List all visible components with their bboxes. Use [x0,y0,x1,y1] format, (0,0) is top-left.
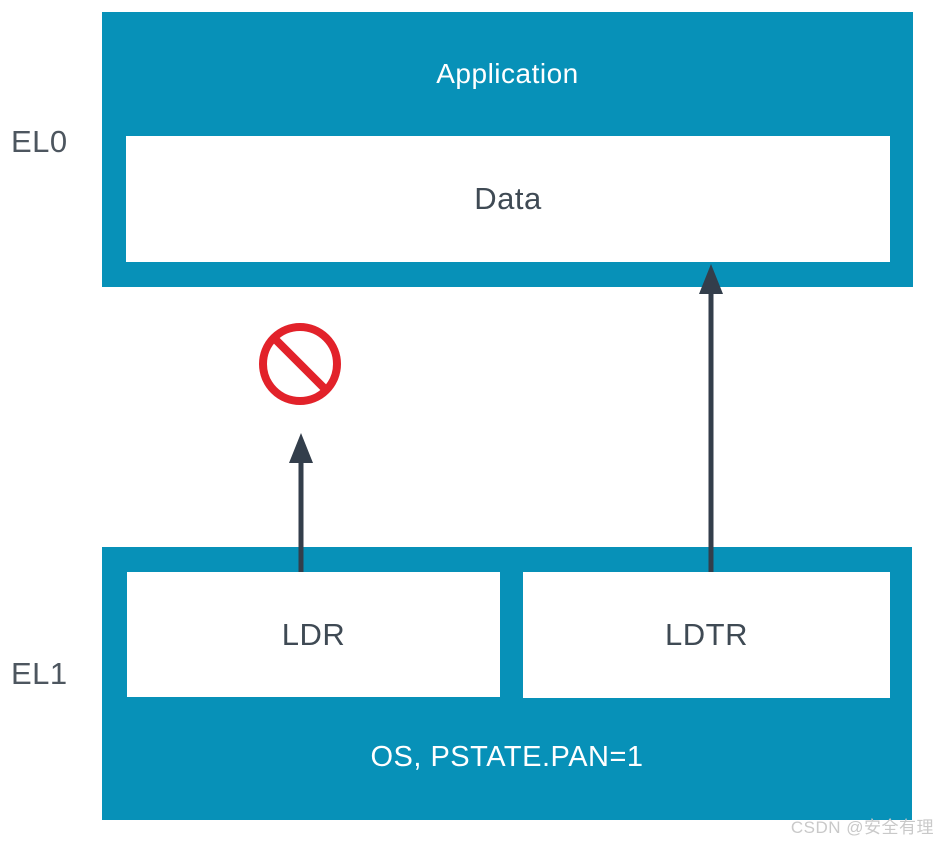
data-box: Data [126,136,890,262]
el0-label: EL0 [11,124,68,159]
os-box-title: OS, PSTATE.PAN=1 [370,740,644,773]
application-box-title: Application [436,58,579,89]
ldtr-box: LDTR [523,572,890,698]
csdn-watermark: CSDN @安全有理 [790,818,934,837]
prohibition-icon [259,323,341,405]
arrow-up-allowed-icon [699,264,723,572]
ldr-box: LDR [127,572,500,697]
el1-label: EL1 [11,656,68,691]
